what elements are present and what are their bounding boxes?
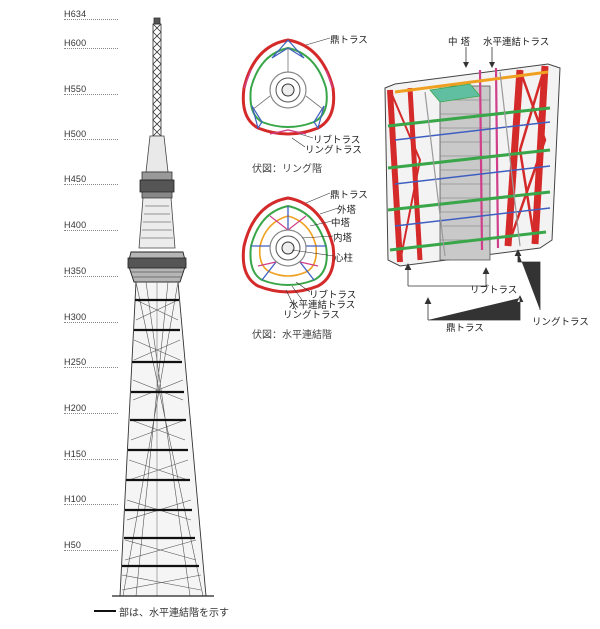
height-label-50: H50 <box>64 540 82 550</box>
label-horizontal-link-truss: 水平連結トラス <box>289 300 356 311</box>
label-rib-truss-2: リブトラス <box>309 290 357 301</box>
arrow-head <box>489 62 495 68</box>
height-line <box>64 459 118 460</box>
label-horizontal-link-truss-3d: 水平連結トラス <box>483 37 550 48</box>
label-roof-truss-3d: 鼎トラス <box>446 323 484 334</box>
height-line <box>64 413 118 414</box>
height-line <box>64 276 118 277</box>
height-line <box>64 367 118 368</box>
height-label-350: H350 <box>64 266 87 276</box>
leader-line <box>291 285 303 301</box>
plan-ring-triangle <box>241 38 336 136</box>
legend-text: 部は、水平連結階を示す <box>119 608 229 619</box>
height-label-100: H100 <box>64 494 87 504</box>
leader-arrow <box>514 249 541 310</box>
height-line <box>64 322 118 323</box>
height-label-250: H250 <box>64 357 87 367</box>
height-line <box>64 184 118 185</box>
leader-line <box>305 192 331 204</box>
height-label-500: H500 <box>64 129 87 139</box>
arrow-head <box>463 62 469 68</box>
leader-arrow <box>428 295 524 321</box>
leader-line <box>319 207 339 215</box>
label-center-column: 心柱 <box>334 253 354 264</box>
leader-line <box>291 137 306 148</box>
height-line <box>64 94 118 95</box>
antenna-mast <box>152 17 162 137</box>
label-inner-tower: 内塔 <box>333 233 353 244</box>
detail-3d-frame <box>384 63 561 267</box>
caption-ring-level: 伏図：リング階 <box>252 164 322 175</box>
upper-observatory <box>139 171 175 199</box>
height-line <box>64 48 118 49</box>
legend-line <box>94 610 116 612</box>
leader-arrow <box>482 267 490 286</box>
label-ring-truss-2: リングトラス <box>283 310 340 321</box>
height-label-400: H400 <box>64 220 87 230</box>
lower-observatory <box>127 251 187 283</box>
label-roof-truss-2: 鼎トラス <box>330 190 368 201</box>
height-line <box>64 550 118 551</box>
plan-link-triangle <box>241 196 336 294</box>
leader-line <box>305 37 331 46</box>
label-rib-truss: リブトラス <box>313 135 361 146</box>
height-label-150: H150 <box>64 449 87 459</box>
leader-line <box>295 281 311 293</box>
horizontal-link-levels <box>122 298 199 568</box>
height-label-450: H450 <box>64 174 87 184</box>
label-ring-truss: リングトラス <box>305 145 362 156</box>
leader-line <box>309 220 333 227</box>
label-middle-tower-3d: 中 塔 <box>448 37 471 48</box>
leader-line <box>285 289 297 311</box>
leader-line <box>299 133 314 139</box>
leader-arrow <box>404 263 412 286</box>
caption-link-level: 伏図：水平連結階 <box>252 330 332 341</box>
height-label-300: H300 <box>64 312 87 322</box>
lower-lattice <box>119 281 207 597</box>
leader-arrow <box>424 297 432 320</box>
label-ring-truss-3d: リングトラス <box>532 317 589 328</box>
mid-shaft <box>138 197 176 249</box>
leader-line <box>301 235 334 239</box>
label-rib-truss-3d: リブトラス <box>470 285 518 296</box>
height-label-200: H200 <box>64 403 87 413</box>
height-label-550: H550 <box>64 84 87 94</box>
height-line <box>64 139 118 140</box>
label-outer-tower: 外塔 <box>337 205 357 216</box>
height-line <box>64 230 118 231</box>
height-label-634: H634 <box>64 9 87 19</box>
leader-line <box>291 249 335 257</box>
label-roof-truss: 鼎トラス <box>330 35 368 46</box>
label-middle-tower: 中塔 <box>331 218 351 229</box>
height-label-600: H600 <box>64 38 87 48</box>
height-line <box>64 504 118 505</box>
height-line <box>64 19 118 20</box>
